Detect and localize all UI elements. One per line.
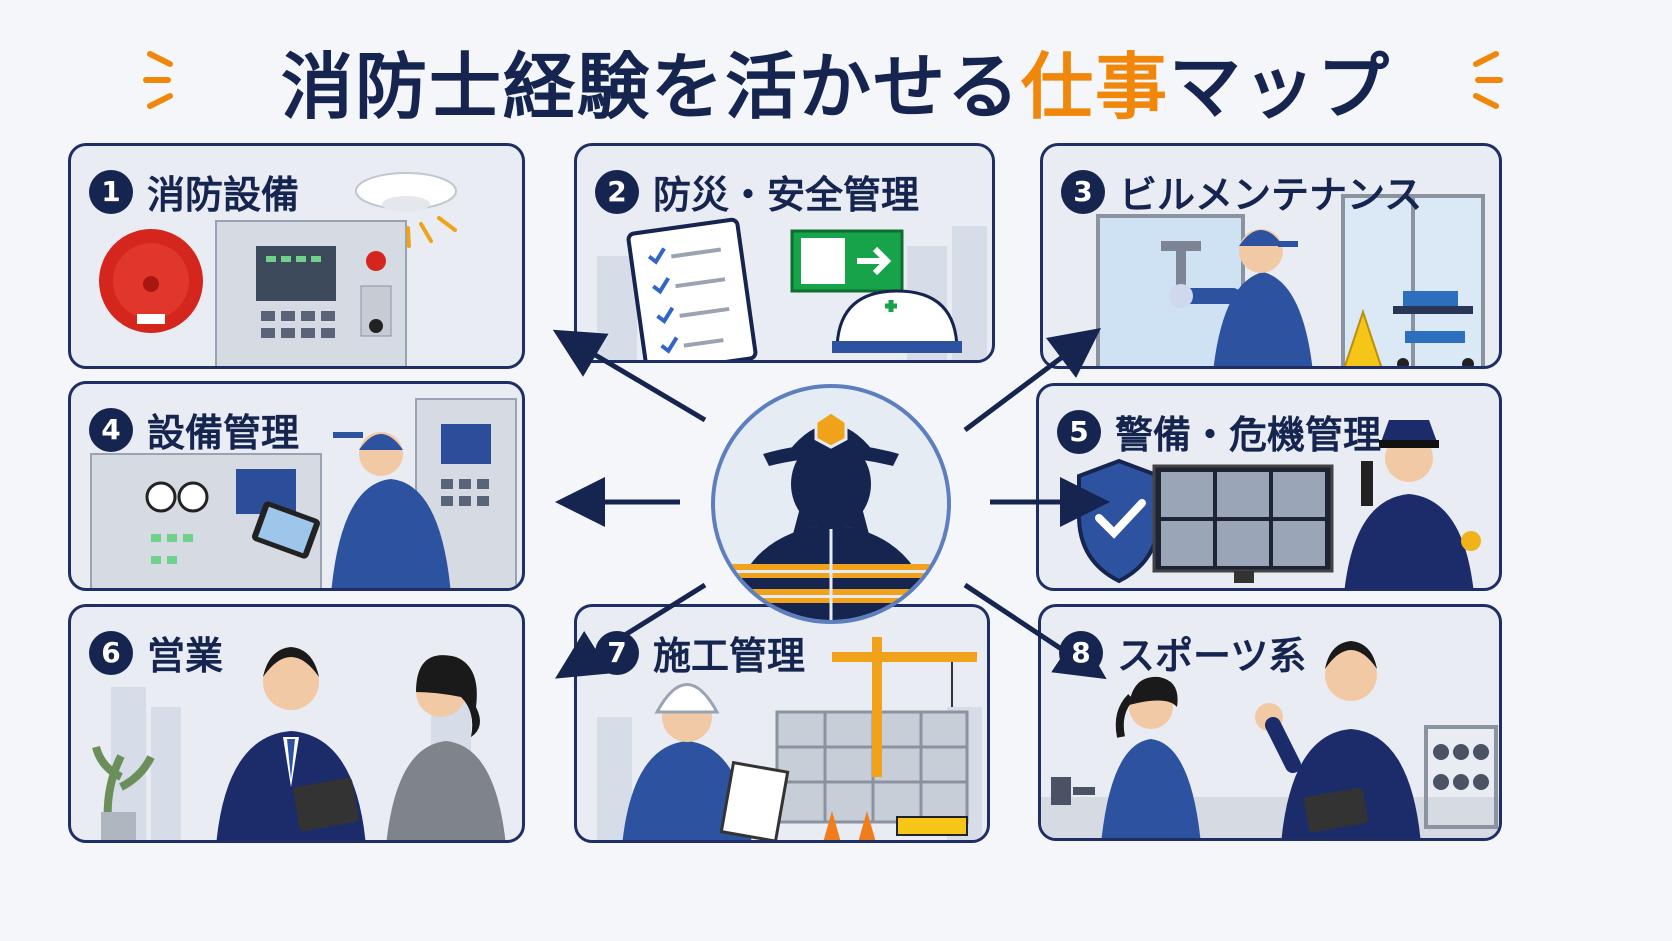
card-label: 8 スポーツ系	[1059, 625, 1306, 680]
title-tail: マップ	[1169, 45, 1392, 129]
spark-left-icon	[143, 51, 173, 109]
card-label: 6 営業	[89, 625, 223, 680]
title-highlight: 仕事	[1020, 45, 1169, 129]
facility-management-illustration	[90, 398, 517, 588]
page-title: 消防士経験を活かせる仕事マップ	[0, 28, 1672, 133]
title-main: 消防士経験を活かせる	[280, 45, 1021, 129]
card-number-badge: 6	[89, 630, 133, 675]
card-sports[interactable]: 8 スポーツ系	[1038, 604, 1502, 841]
card-title: 警備・危機管理	[1115, 413, 1382, 457]
card-label: 1 消防設備	[89, 164, 299, 219]
card-disaster-safety[interactable]: 2 防災・安全管理	[574, 143, 995, 363]
fire-equipment-illustration	[99, 172, 457, 366]
card-title: 消防設備	[147, 173, 300, 217]
card-title: 防災・安全管理	[653, 173, 920, 217]
card-label: 2 防災・安全管理	[595, 164, 919, 219]
card-title: 設備管理	[147, 411, 300, 455]
firefighter-silhouette-icon	[711, 384, 951, 624]
building-maintenance-illustration	[1096, 194, 1485, 366]
card-label: 3 ビルメンテナンス	[1061, 164, 1422, 219]
card-number-badge: 1	[89, 169, 133, 214]
card-number-badge: 7	[595, 630, 639, 675]
card-number-badge: 3	[1061, 169, 1105, 214]
card-security-crisis[interactable]: 5 警備・危機管理	[1036, 383, 1502, 591]
card-sales[interactable]: 6 営業	[68, 604, 525, 843]
safety-illustration	[597, 217, 987, 360]
card-number-badge: 8	[1059, 630, 1103, 675]
card-title: ビルメンテナンス	[1119, 173, 1423, 217]
construction-illustration	[597, 637, 982, 840]
spark-right-icon	[1473, 51, 1503, 109]
card-fire-equipment[interactable]: 1 消防設備	[68, 143, 525, 369]
card-number-badge: 2	[595, 169, 639, 214]
card-construction-management[interactable]: 7 施工管理	[574, 604, 990, 843]
security-illustration	[1077, 420, 1481, 588]
card-facility-management[interactable]: 4 設備管理	[68, 381, 525, 591]
card-number-badge: 4	[89, 407, 133, 452]
card-label: 7 施工管理	[595, 625, 805, 680]
card-number-badge: 5	[1057, 409, 1101, 454]
card-title: 施工管理	[653, 634, 806, 678]
card-label: 5 警備・危機管理	[1057, 404, 1381, 459]
card-building-maintenance[interactable]: 3 ビルメンテナンス	[1040, 143, 1502, 369]
card-title: 営業	[147, 634, 224, 678]
sports-illustration	[1041, 641, 1499, 838]
sales-illustration	[92, 647, 506, 840]
card-title: スポーツ系	[1117, 634, 1307, 678]
card-label: 4 設備管理	[89, 402, 299, 457]
